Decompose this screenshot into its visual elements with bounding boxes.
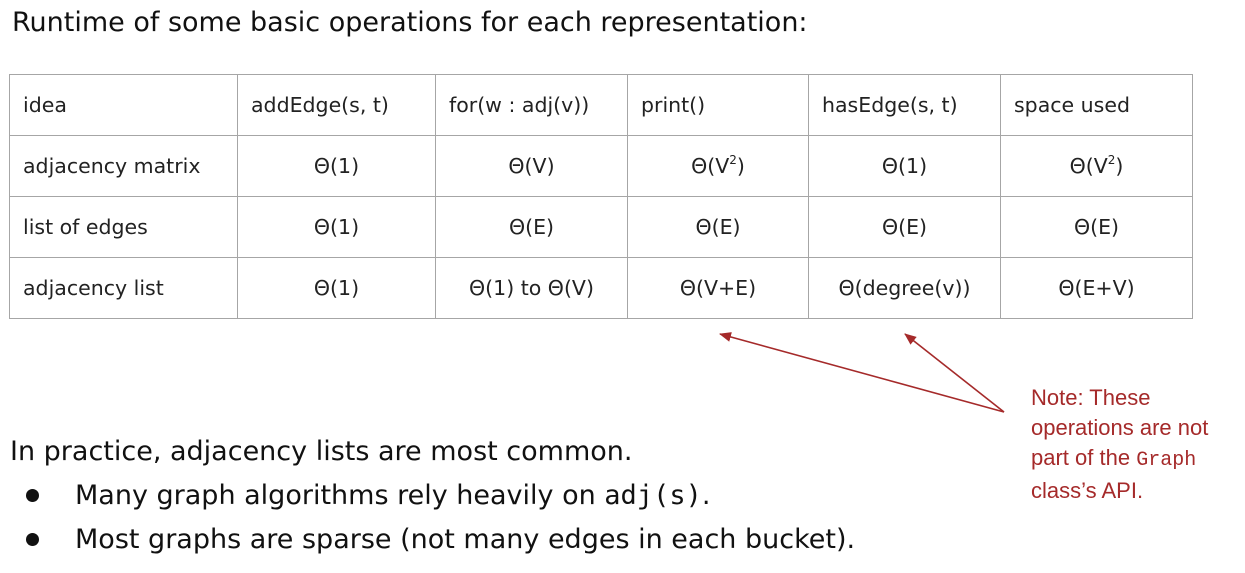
slide-title: Runtime of some basic operations for eac…: [12, 7, 808, 38]
list-item: Most graphs are sparse (not many edges i…: [22, 520, 855, 564]
bullet-icon: [26, 489, 39, 502]
cell-base: Θ(V: [691, 154, 730, 178]
list-item: Many graph algorithms rely heavily on ad…: [22, 476, 855, 520]
header-space-used: space used: [1000, 74, 1193, 136]
table-cell: Θ(E): [808, 196, 1001, 258]
bullet-text: Many graph algorithms rely heavily on: [75, 480, 605, 511]
bullet-text-suffix: .: [701, 480, 711, 511]
bullet-text: Most graphs are sparse (not many edges i…: [75, 524, 856, 555]
arrow-to-print-cell: [719, 332, 1005, 413]
table-cell: Θ(V2): [1000, 135, 1193, 197]
table-row: list of edges Θ(1) Θ(E) Θ(E) Θ(E) Θ(E): [9, 196, 1193, 258]
practice-statement: In practice, adjacency lists are most co…: [10, 436, 633, 467]
bullet-code: adj(s): [604, 480, 702, 511]
header-iterate-adj: for(w : adj(v)): [435, 74, 628, 136]
table-cell: Θ(1): [237, 135, 436, 197]
row-label: list of edges: [9, 196, 238, 258]
cell-base: Θ(V: [1069, 154, 1108, 178]
table-header-row: idea addEdge(s, t) for(w : adj(v)) print…: [9, 74, 1193, 136]
table-row: adjacency matrix Θ(1) Θ(V) Θ(V2) Θ(1) Θ(…: [9, 135, 1193, 197]
bullet-list: Many graph algorithms rely heavily on ad…: [22, 476, 855, 564]
arrow-to-has-edge-cell: [904, 333, 1005, 413]
note-code: Graph: [1136, 449, 1197, 472]
cell-tail: ): [736, 154, 745, 178]
table-cell: Θ(V+E): [627, 257, 809, 319]
cell-tail: ): [1115, 154, 1124, 178]
header-has-edge: hasEdge(s, t): [808, 74, 1001, 136]
table-row: adjacency list Θ(1) Θ(1) to Θ(V) Θ(V+E) …: [9, 257, 1193, 319]
table-cell: Θ(1) to Θ(V): [435, 257, 628, 319]
note-annotation: Note: These operations are not part of t…: [1031, 383, 1245, 506]
cell-superscript: 2: [729, 153, 737, 167]
note-text-suffix: class’s API.: [1031, 478, 1144, 503]
header-idea: idea: [9, 74, 238, 136]
table-cell: Θ(E+V): [1000, 257, 1193, 319]
table-cell: Θ(degree(v)): [808, 257, 1001, 319]
table-cell: Θ(1): [237, 196, 436, 258]
table-cell: Θ(E): [627, 196, 809, 258]
row-label: adjacency matrix: [9, 135, 238, 197]
table-cell: Θ(V2): [627, 135, 809, 197]
header-print: print(): [627, 74, 809, 136]
cell-superscript: 2: [1107, 153, 1116, 167]
row-label: adjacency list: [9, 257, 238, 319]
table-cell: Θ(E): [435, 196, 628, 258]
table-cell: Θ(1): [808, 135, 1001, 197]
table-cell: Θ(V): [435, 135, 628, 197]
table-cell: Θ(1): [237, 257, 436, 319]
note-text: Note: These operations are not part of t…: [1031, 385, 1209, 470]
bullet-icon: [26, 533, 39, 546]
table-cell: Θ(E): [1000, 196, 1193, 258]
header-add-edge: addEdge(s, t): [237, 74, 436, 136]
runtime-table: idea addEdge(s, t) for(w : adj(v)) print…: [9, 74, 1193, 319]
